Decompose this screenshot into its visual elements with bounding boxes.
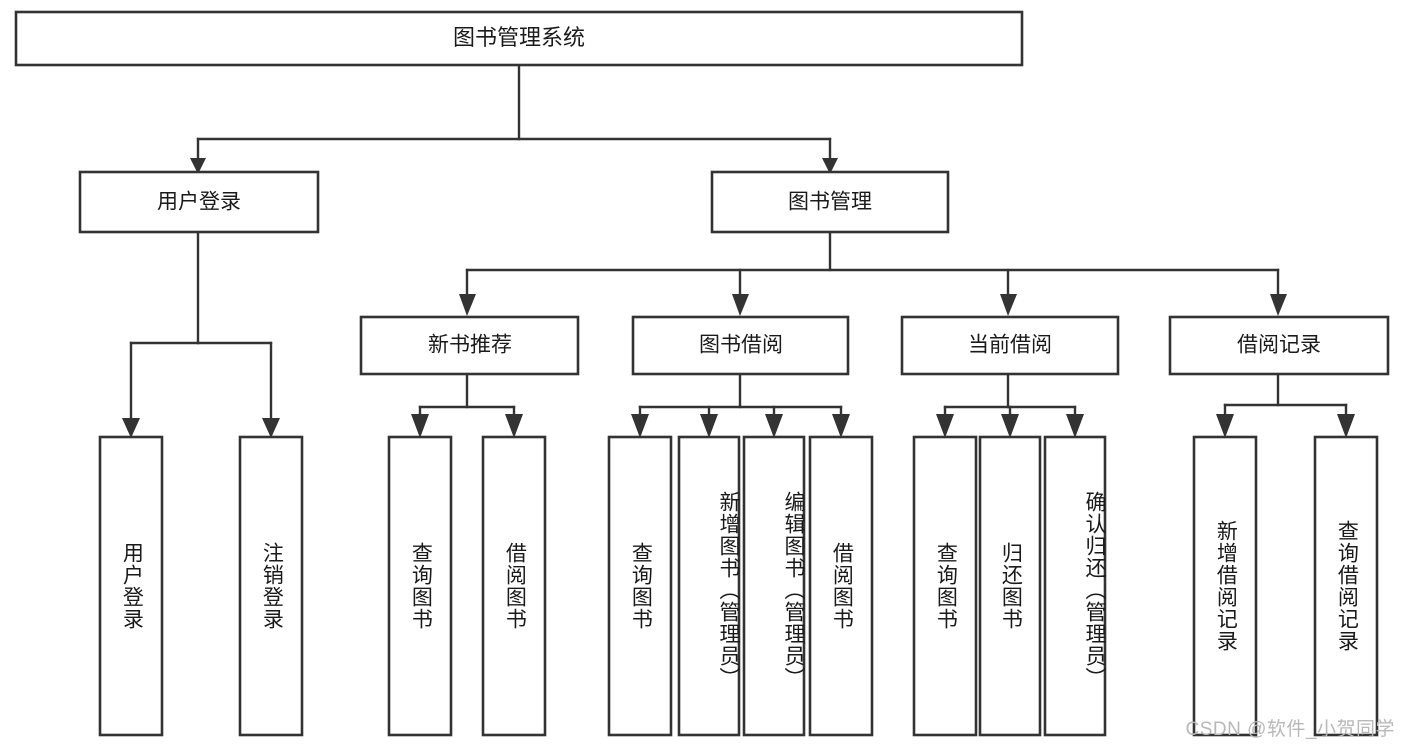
- node-box-leaf-logout-login[interactable]: [238, 435, 304, 737]
- arrow-to-leaf-logout-login: [262, 418, 280, 438]
- node-box-root[interactable]: [14, 10, 1024, 67]
- arrow-to-leaf-add-book: [700, 414, 718, 438]
- arrow-to-leaf-add-record: [1216, 414, 1234, 438]
- arrow-to-leaf-query-book-2: [631, 414, 649, 438]
- node-box-new-book-recommend[interactable]: [359, 315, 580, 376]
- arrow-to-leaf-query-record: [1337, 414, 1355, 438]
- node-box-leaf-query-book-3[interactable]: [912, 435, 978, 737]
- node-label-root: 图书管理系统: [453, 25, 585, 50]
- node-box-leaf-edit-book[interactable]: [742, 435, 806, 737]
- node-label-user-login: 用户登录: [157, 191, 241, 214]
- node-box-leaf-borrow-book-1[interactable]: [481, 435, 547, 737]
- arrow-to-current-borrow: [1000, 294, 1017, 316]
- node-box-current-borrow[interactable]: [900, 315, 1120, 376]
- arrow-to-leaf-confirm-return: [1066, 414, 1084, 438]
- node-layer: 图书管理系统 用户登录 图书管理 新书推荐 图书借阅 当前借阅 借阅记录: [14, 10, 1390, 737]
- node-box-book-management[interactable]: [710, 170, 950, 234]
- node-box-book-borrow[interactable]: [631, 315, 850, 376]
- arrow-to-leaf-borrow-book-1: [505, 414, 523, 438]
- node-label-new-book-recommend: 新书推荐: [428, 334, 512, 357]
- node-label-current-borrow: 当前借阅: [968, 334, 1052, 357]
- arrow-to-borrow-record: [1270, 294, 1287, 316]
- arrow-to-book-borrow: [732, 294, 749, 316]
- node-label-book-management: 图书管理: [788, 191, 872, 214]
- node-box-leaf-query-book-2[interactable]: [607, 435, 673, 737]
- arrow-to-leaf-query-book-1: [411, 414, 429, 438]
- node-box-user-login[interactable]: [78, 170, 320, 234]
- arrow-root-to-user-login: [190, 158, 206, 174]
- node-box-leaf-add-record[interactable]: [1192, 435, 1258, 737]
- node-box-leaf-query-record[interactable]: [1313, 435, 1379, 737]
- arrow-to-leaf-user-login: [122, 418, 140, 438]
- arrow-root-to-book-management: [822, 158, 838, 174]
- node-box-leaf-return-book[interactable]: [978, 435, 1042, 737]
- arrow-to-leaf-borrow-book-2: [832, 414, 850, 438]
- node-box-leaf-query-book-1[interactable]: [387, 435, 453, 737]
- node-box-leaf-confirm-return[interactable]: [1043, 435, 1107, 737]
- arrow-to-new-book-recommend: [459, 294, 476, 316]
- node-box-leaf-borrow-book-2[interactable]: [808, 435, 874, 737]
- arrow-to-leaf-query-book-3: [936, 414, 954, 438]
- csdn-watermark: CSDN @软件_小贺同学: [1185, 719, 1395, 740]
- arrow-to-leaf-return-book: [1001, 414, 1019, 438]
- node-box-leaf-user-login[interactable]: [98, 435, 164, 737]
- node-label-borrow-record: 借阅记录: [1237, 334, 1321, 357]
- arrow-to-leaf-edit-book: [765, 414, 783, 438]
- node-box-borrow-record[interactable]: [1168, 315, 1390, 376]
- node-box-leaf-add-book[interactable]: [677, 435, 741, 737]
- node-label-book-borrow: 图书借阅: [699, 334, 783, 357]
- connector-layer: [122, 63, 1355, 438]
